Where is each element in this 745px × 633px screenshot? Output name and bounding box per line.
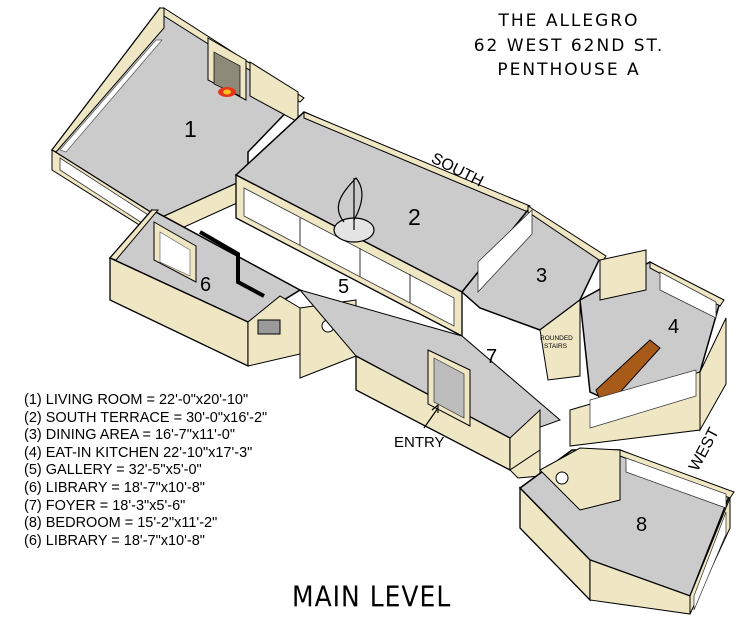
legend-item: (1) LIVING ROOM = 22'-0"x20'-10" xyxy=(24,392,249,408)
kitchen-block xyxy=(569,249,727,447)
room-number-1: 1 xyxy=(184,116,197,142)
legend-item: (6) LIBRARY = 18'-7"x10'-8" xyxy=(24,479,205,496)
room-number-7: 7 xyxy=(486,346,498,368)
building-address: 62 WEST 62ND ST. xyxy=(439,35,699,57)
stairs-label-2: STAIRS xyxy=(544,343,568,350)
building-name: THE ALLEGRO xyxy=(498,11,640,31)
gallery-foyer-block xyxy=(298,289,561,479)
entry-arrow-icon xyxy=(423,403,439,429)
bedroom-block xyxy=(518,447,735,615)
legend-item: (7) FOYER = 18'-3"x5'-6" xyxy=(24,497,186,514)
level-title: MAIN LEVEL xyxy=(292,580,452,614)
room-number-3: 3 xyxy=(536,265,548,287)
legend-item: (4) EAT-IN KITCHEN 22'-10"x17'-3" xyxy=(24,444,253,461)
library-block xyxy=(108,209,357,379)
dining-area-block: ROUNDED STAIRS xyxy=(460,205,607,381)
room-number-5: 5 xyxy=(338,276,350,298)
room-number-2: 2 xyxy=(408,204,421,230)
spiral-stair-icon xyxy=(333,177,375,243)
room-legend: (1) LIVING ROOM = 22'-0"x20'-10" (2) SOU… xyxy=(24,392,267,550)
legend-item: (2) SOUTH TERRACE = 30'-0"x16'-2" xyxy=(24,409,268,426)
toilet-icon xyxy=(555,471,569,485)
address-main: 62 WEST 62 xyxy=(473,36,597,56)
room-number-6: 6 xyxy=(200,274,212,296)
south-terrace-block xyxy=(234,111,531,338)
legend-item: (5) GALLERY = 32'-5"x5'-0" xyxy=(24,462,202,479)
stairs-label-1: ROUNDED xyxy=(540,335,573,342)
legend-item: (3) DINING AREA = 16'-7"x11'-0" xyxy=(24,427,235,444)
legend-item: (6) LIBRARY = 18'-7"x10'-8" xyxy=(24,532,205,549)
address-suffix: ND ST. xyxy=(596,36,665,56)
legend-item: (8) BEDROOM = 15'-2"x11'-2" xyxy=(24,515,218,532)
unit-name: PENTHOUSE A xyxy=(497,60,641,80)
living-room-block xyxy=(50,6,305,239)
entry-label: ENTRY xyxy=(394,434,445,451)
room-number-8: 8 xyxy=(636,514,648,536)
room-number-4: 4 xyxy=(668,316,680,338)
